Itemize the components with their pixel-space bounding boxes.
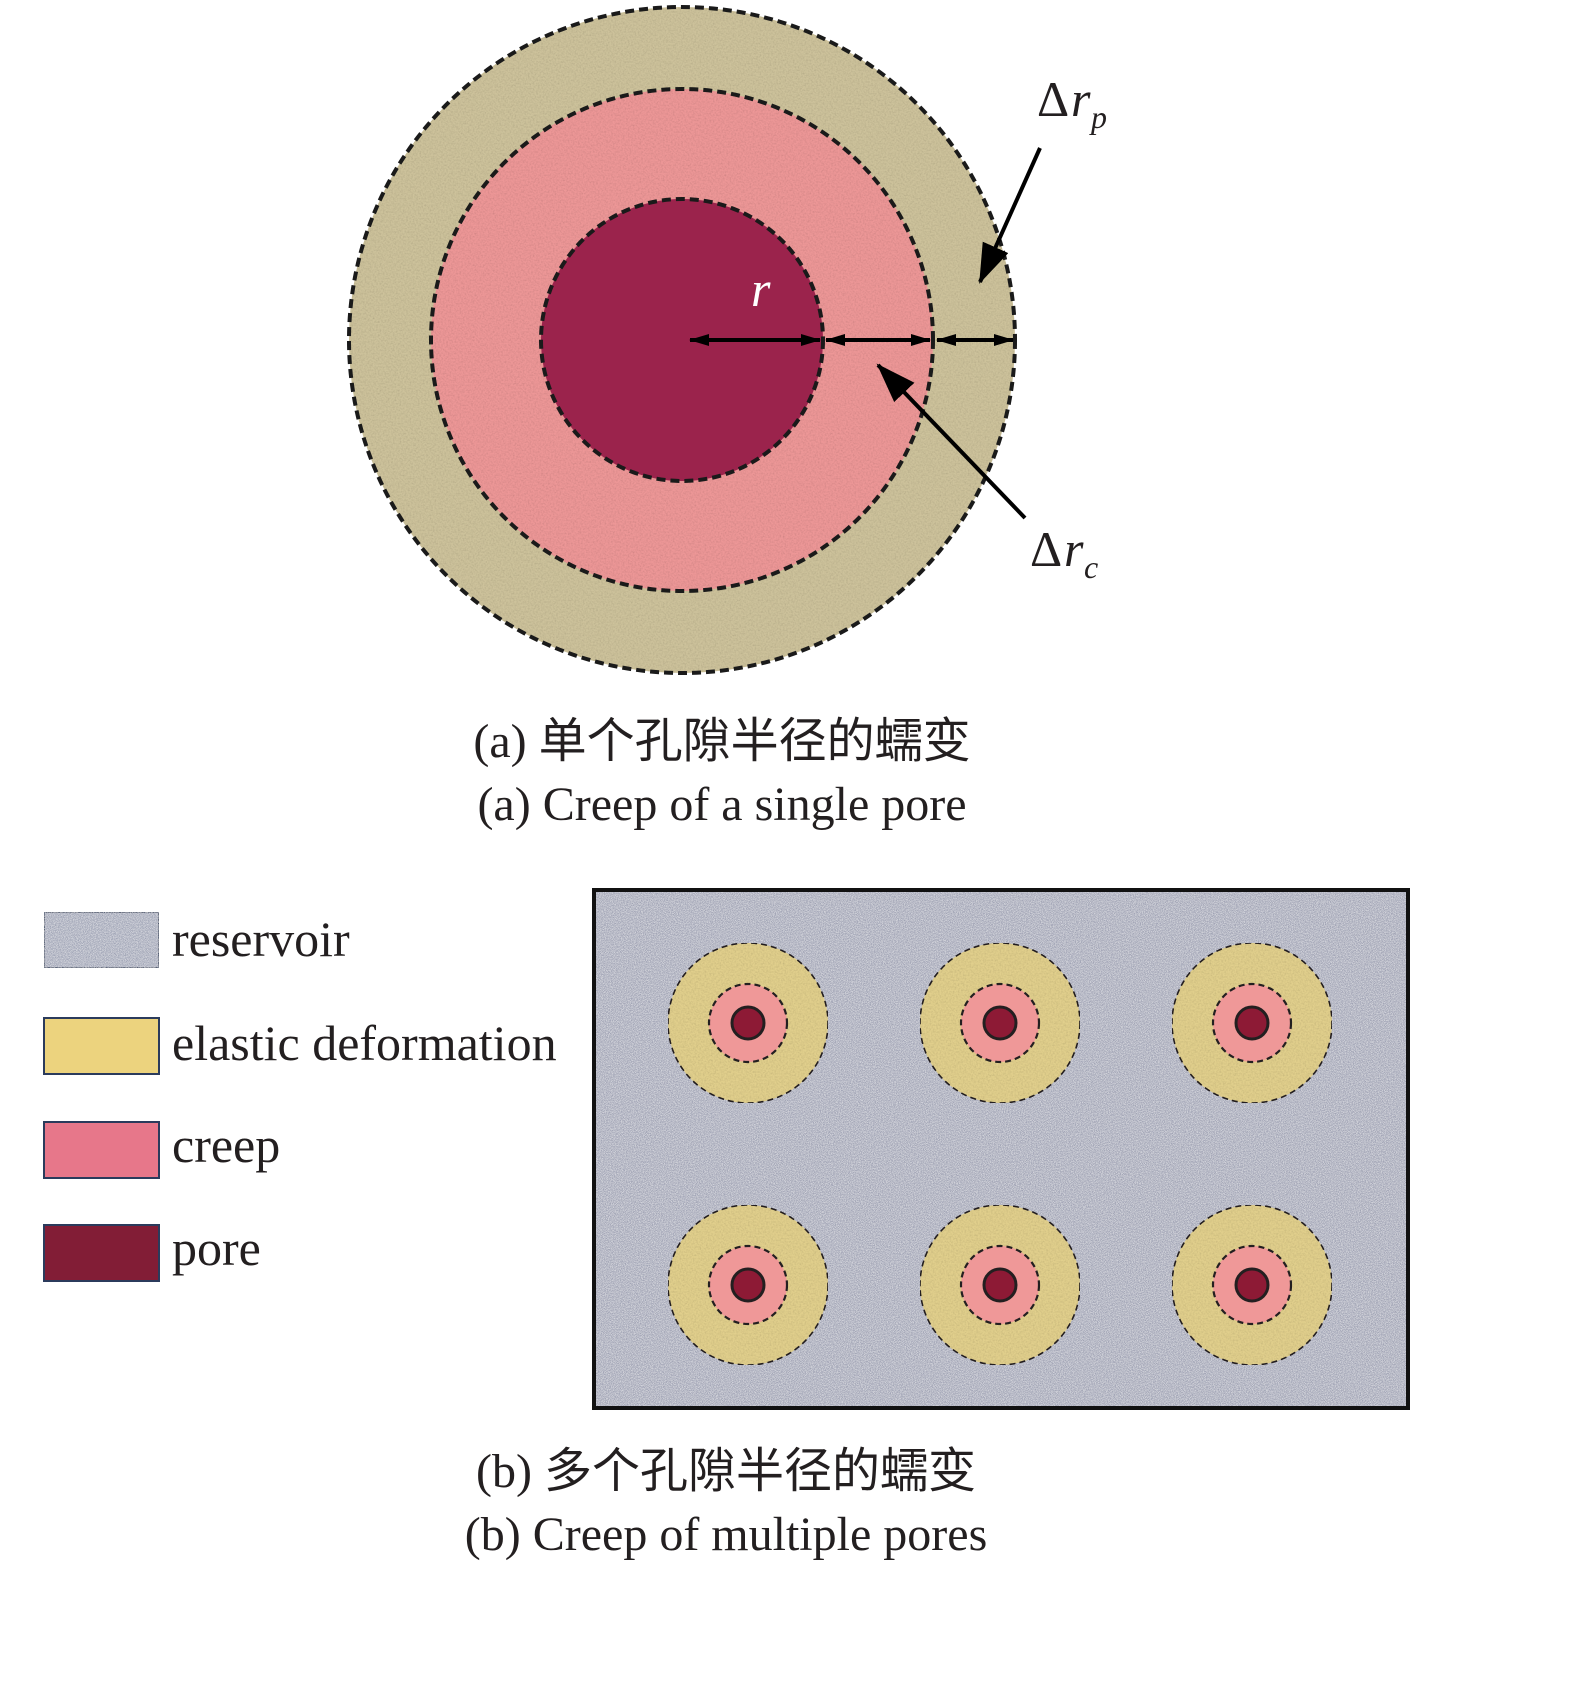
legend-label-pore: pore <box>172 1220 261 1276</box>
reservoir-frame <box>592 888 1410 1410</box>
legend-swatch-reservoir <box>43 911 160 969</box>
delta-rp-label: Δ r p <box>1037 71 1107 135</box>
delta-rp-pointer <box>978 147 1042 284</box>
pore-unit <box>667 1204 829 1366</box>
panel-a-caption-en: (a) Creep of a single pore <box>477 778 966 831</box>
pore-grid <box>667 942 1333 1366</box>
panel-b-caption-zh: (b) 多个孔隙半径的蠕变 <box>476 1445 976 1498</box>
radius-label: r <box>751 261 771 317</box>
pore-core <box>730 1005 766 1041</box>
legend-swatch-elastic-deformation <box>43 1017 160 1075</box>
pore-core <box>730 1267 766 1303</box>
pore-unit <box>667 942 829 1104</box>
legend-item-creep: creep <box>43 1117 280 1179</box>
pore-unit <box>919 942 1081 1104</box>
delta-rc-symbol: Δ <box>1030 521 1062 577</box>
pore-unit <box>919 1204 1081 1366</box>
delta-rc-main: r <box>1064 521 1084 577</box>
delta-rc-subscript: c <box>1084 549 1098 585</box>
panel-a-single-pore: r Δ r p Δ r c <box>347 5 1107 675</box>
delta-rp-symbol: Δ <box>1037 71 1069 127</box>
delta-rc-pointer <box>876 363 1027 520</box>
legend: reservoir elastic deformation creep pore <box>43 911 557 1282</box>
panel-a-caption-zh: (a) 单个孔隙半径的蠕变 <box>473 715 970 768</box>
pore-unit <box>1171 1204 1333 1366</box>
pore-core <box>1234 1267 1270 1303</box>
legend-label-elastic-deformation: elastic deformation <box>172 1015 557 1071</box>
pore-core <box>1234 1005 1270 1041</box>
pore-core <box>982 1267 1018 1303</box>
legend-swatch-creep <box>43 1121 160 1179</box>
creep-ring-boundary <box>429 87 935 593</box>
legend-label-reservoir: reservoir <box>172 911 350 967</box>
panel-b-caption-en: (b) Creep of multiple pores <box>465 1508 988 1561</box>
pore-core <box>541 199 823 481</box>
pore-unit <box>1171 942 1333 1104</box>
legend-swatch-pore <box>43 1224 160 1282</box>
legend-item-pore: pore <box>43 1220 261 1282</box>
outer-ring-boundary <box>347 5 1017 675</box>
legend-label-creep: creep <box>172 1117 280 1173</box>
delta-rp-main: r <box>1071 71 1091 127</box>
pore-core <box>982 1005 1018 1041</box>
legend-item-reservoir: reservoir <box>43 911 350 969</box>
pore-core-boundary <box>539 197 825 483</box>
delta-rp-subscript: p <box>1089 99 1107 135</box>
legend-item-elastic-deformation: elastic deformation <box>43 1015 557 1075</box>
panel-b-multiple-pores <box>592 888 1410 1410</box>
delta-rc-label: Δ r c <box>1030 521 1098 585</box>
